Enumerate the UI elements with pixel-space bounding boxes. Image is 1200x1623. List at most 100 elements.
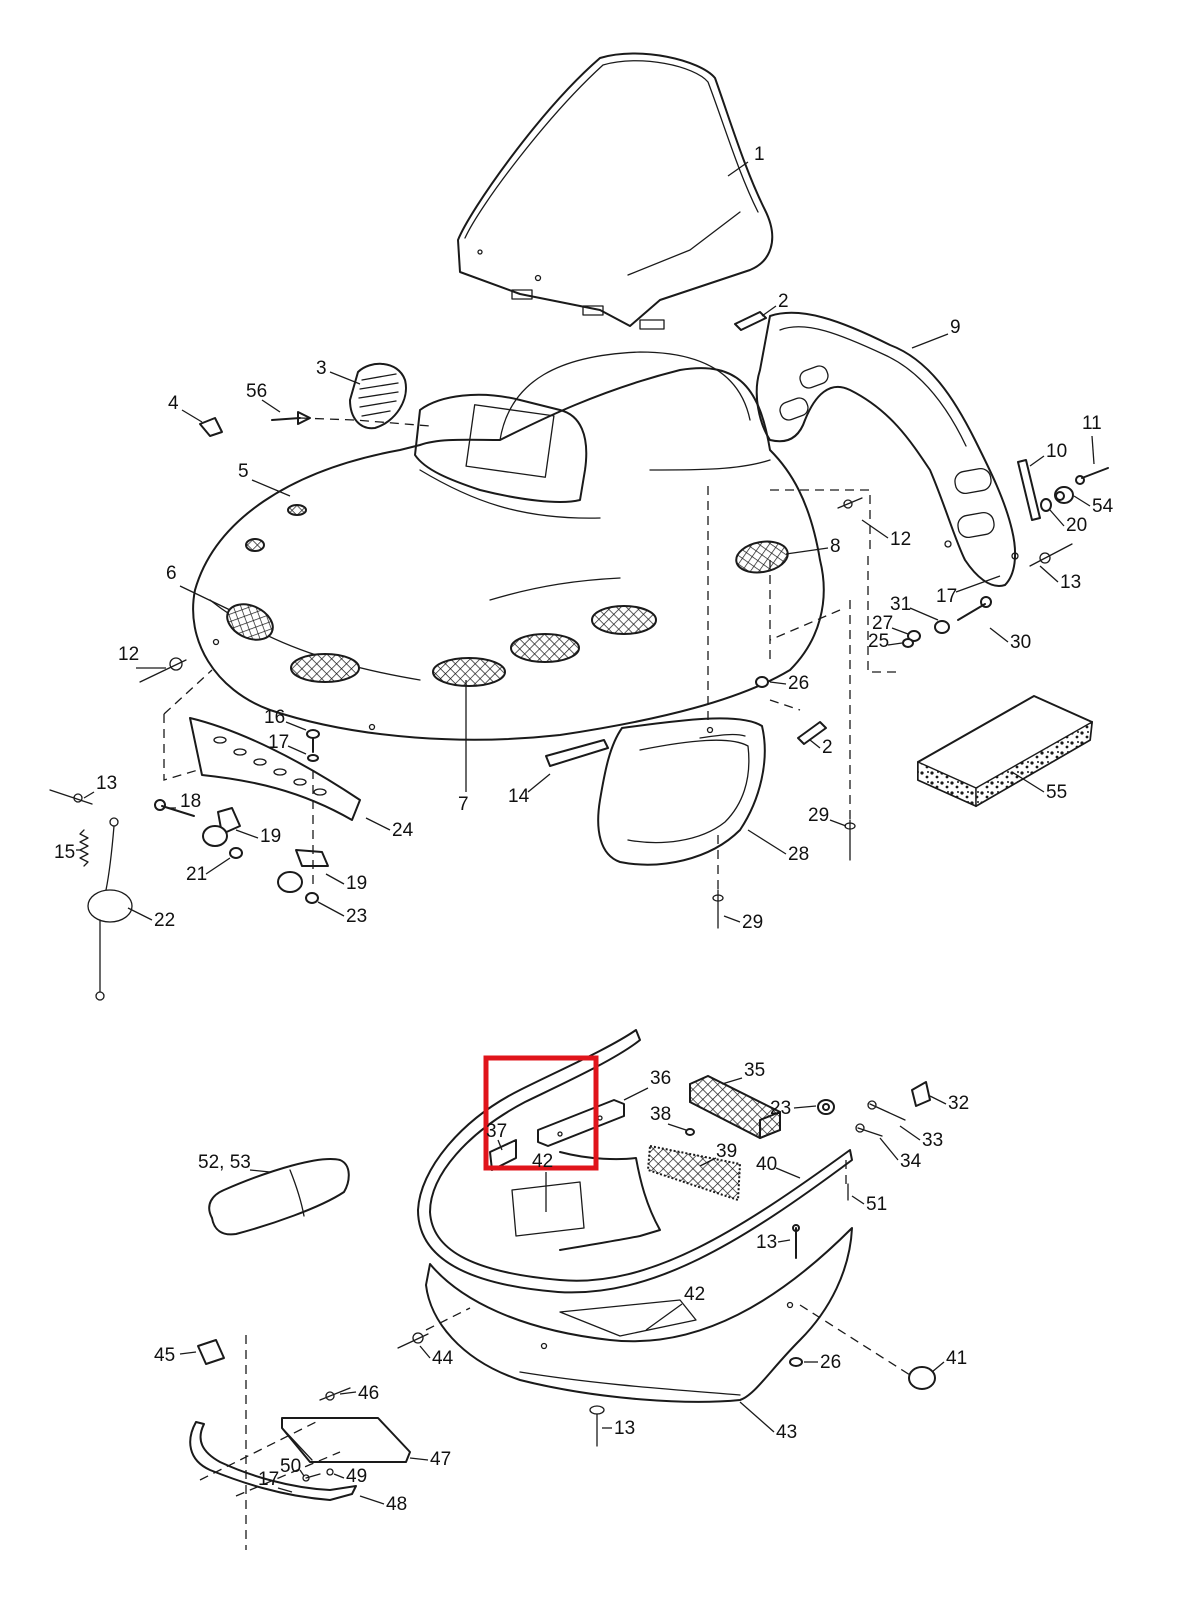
leader-screw <box>989 627 1009 643</box>
callout-trim-rail: 40 <box>756 1154 777 1175</box>
rivet-liner-right-shape <box>844 819 856 861</box>
leader-bumper-cap <box>931 1361 945 1373</box>
side-panel-shape <box>755 311 1019 587</box>
hinge-plate-shape <box>189 717 361 821</box>
callout-reflector: 35 <box>744 1060 765 1081</box>
callout-bolt-rear: 33 <box>922 1130 943 1151</box>
leader-hinge-plate <box>365 817 391 831</box>
leader-foam-block <box>1011 771 1045 793</box>
callout-bracket: 32 <box>948 1093 969 1114</box>
leader-washer-guard <box>277 1487 293 1493</box>
bolt-rear-shape <box>867 1100 906 1121</box>
highlight-box <box>483 1055 599 1171</box>
callout-clip-upper: 2 <box>778 291 789 312</box>
callout-nut-upper: 27 <box>872 613 893 634</box>
callout-inner-liner: 28 <box>788 844 809 865</box>
callout-screw-rear: 38 <box>650 1104 671 1125</box>
leader-clip-lower <box>809 739 821 749</box>
grommet-shape <box>934 620 950 634</box>
leader-guard-plate <box>409 1457 429 1461</box>
leader-bracket <box>929 1095 947 1105</box>
callout-side-panel: 9 <box>950 317 961 338</box>
leader-washer-hinge <box>287 745 307 755</box>
callout-clip-bracket: 45 <box>154 1345 175 1366</box>
rivet-cable-shape <box>49 789 93 805</box>
leader-decal-outer <box>645 1303 683 1331</box>
leader-retainer <box>769 681 787 685</box>
callout-nut-guard: 49 <box>346 1466 367 1487</box>
leader-rivet-rear-top <box>777 1239 791 1243</box>
rivet-liner-bottom-shape <box>712 889 724 929</box>
callout-spacer: 54 <box>1092 496 1114 517</box>
callout-washer-guard: 17 <box>258 1469 279 1490</box>
screw-rear-shape <box>685 1128 695 1136</box>
bumper-cap-shape <box>908 1366 936 1390</box>
leader-reinforcement-bar <box>623 1087 649 1101</box>
mesh-small-1 <box>287 504 307 516</box>
callout-rivet-rear: 51 <box>866 1194 887 1215</box>
callout-latch-bar: 10 <box>1046 441 1067 462</box>
leader-reflector <box>721 1077 743 1085</box>
callout-rivet-liner-right: 29 <box>808 805 829 826</box>
leader-rivet-right <box>861 519 889 539</box>
bolt-shape <box>306 729 320 753</box>
callout-clamp: 4 <box>168 393 179 414</box>
leader-rear-body <box>739 1401 775 1433</box>
callout-screw-bottom: 34 <box>900 1151 922 1172</box>
callout-rubber-strip: 14 <box>508 786 530 807</box>
leader-clip-bracket <box>179 1351 197 1355</box>
mesh-right-shape <box>735 540 789 574</box>
leader-rivet-liner-right <box>829 819 847 827</box>
reflector-shape <box>689 1074 781 1140</box>
rivet-top-shape <box>1075 467 1109 485</box>
trim-rail-shape <box>417 1029 853 1294</box>
nut-guard-shape <box>326 1468 334 1476</box>
mesh-front-3 <box>510 633 580 663</box>
leader-trim-rail <box>775 1167 801 1179</box>
callout-bumper-cap: 41 <box>946 1348 967 1369</box>
callout-cable: 22 <box>154 910 175 931</box>
rear-body-shape <box>425 1227 853 1403</box>
callout-clip-lower: 2 <box>822 737 833 758</box>
leader-inner-liner <box>747 829 787 855</box>
leader-hood <box>251 479 291 497</box>
callout-rivet-rear-top: 13 <box>756 1232 777 1253</box>
leader-rivet-side <box>1039 565 1059 583</box>
callout-screw-guard: 50 <box>280 1456 301 1477</box>
mesh-front-1 <box>290 653 360 683</box>
callout-nut-rear: 23 <box>770 1098 791 1119</box>
callout-rivet-cable: 13 <box>96 773 117 794</box>
callout-washer-hinge: 17 <box>268 732 289 753</box>
callout-mesh-rear: 39 <box>716 1141 737 1162</box>
leader-seat-cushion <box>249 1169 271 1173</box>
leader-vent-grille <box>329 371 361 385</box>
leader-spacer <box>1073 495 1091 507</box>
washer-hinge-shape <box>307 754 319 762</box>
callout-seat-cushion: 52, 53 <box>198 1152 251 1173</box>
clamp-shape <box>199 417 223 437</box>
leader-nut-hinge <box>205 857 231 875</box>
leader-screw-guard <box>299 1469 305 1477</box>
callout-grommet: 31 <box>890 594 911 615</box>
bracket-shape <box>911 1081 931 1107</box>
leader-nut-bottom <box>317 901 345 917</box>
leader-rivet-front <box>419 1345 431 1359</box>
rivet-right-shape <box>837 497 863 509</box>
hood-shape <box>192 351 825 741</box>
leader-bolt-rear <box>899 1125 921 1141</box>
leader-push-rivet <box>261 399 281 413</box>
callout-reinforcement-bar: 36 <box>650 1068 671 1089</box>
callout-washer-side: 17 <box>936 586 957 607</box>
callout-washer: 20 <box>1066 515 1087 536</box>
callout-plate-small: 37 <box>486 1121 507 1142</box>
callout-retainer: 26 <box>788 673 809 694</box>
rivet-left-shape <box>139 657 187 683</box>
rivet-bottom-shape <box>589 1405 605 1447</box>
rivet-guard-shape <box>319 1387 351 1401</box>
callout-rivet-bottom: 13 <box>614 1418 635 1439</box>
leader-nut-lower <box>887 642 903 646</box>
callout-rivet-right: 12 <box>890 529 911 550</box>
screw-hinge-shape <box>154 799 195 817</box>
mesh-front-4 <box>591 605 657 635</box>
leader-rivet-guard <box>339 1391 357 1395</box>
